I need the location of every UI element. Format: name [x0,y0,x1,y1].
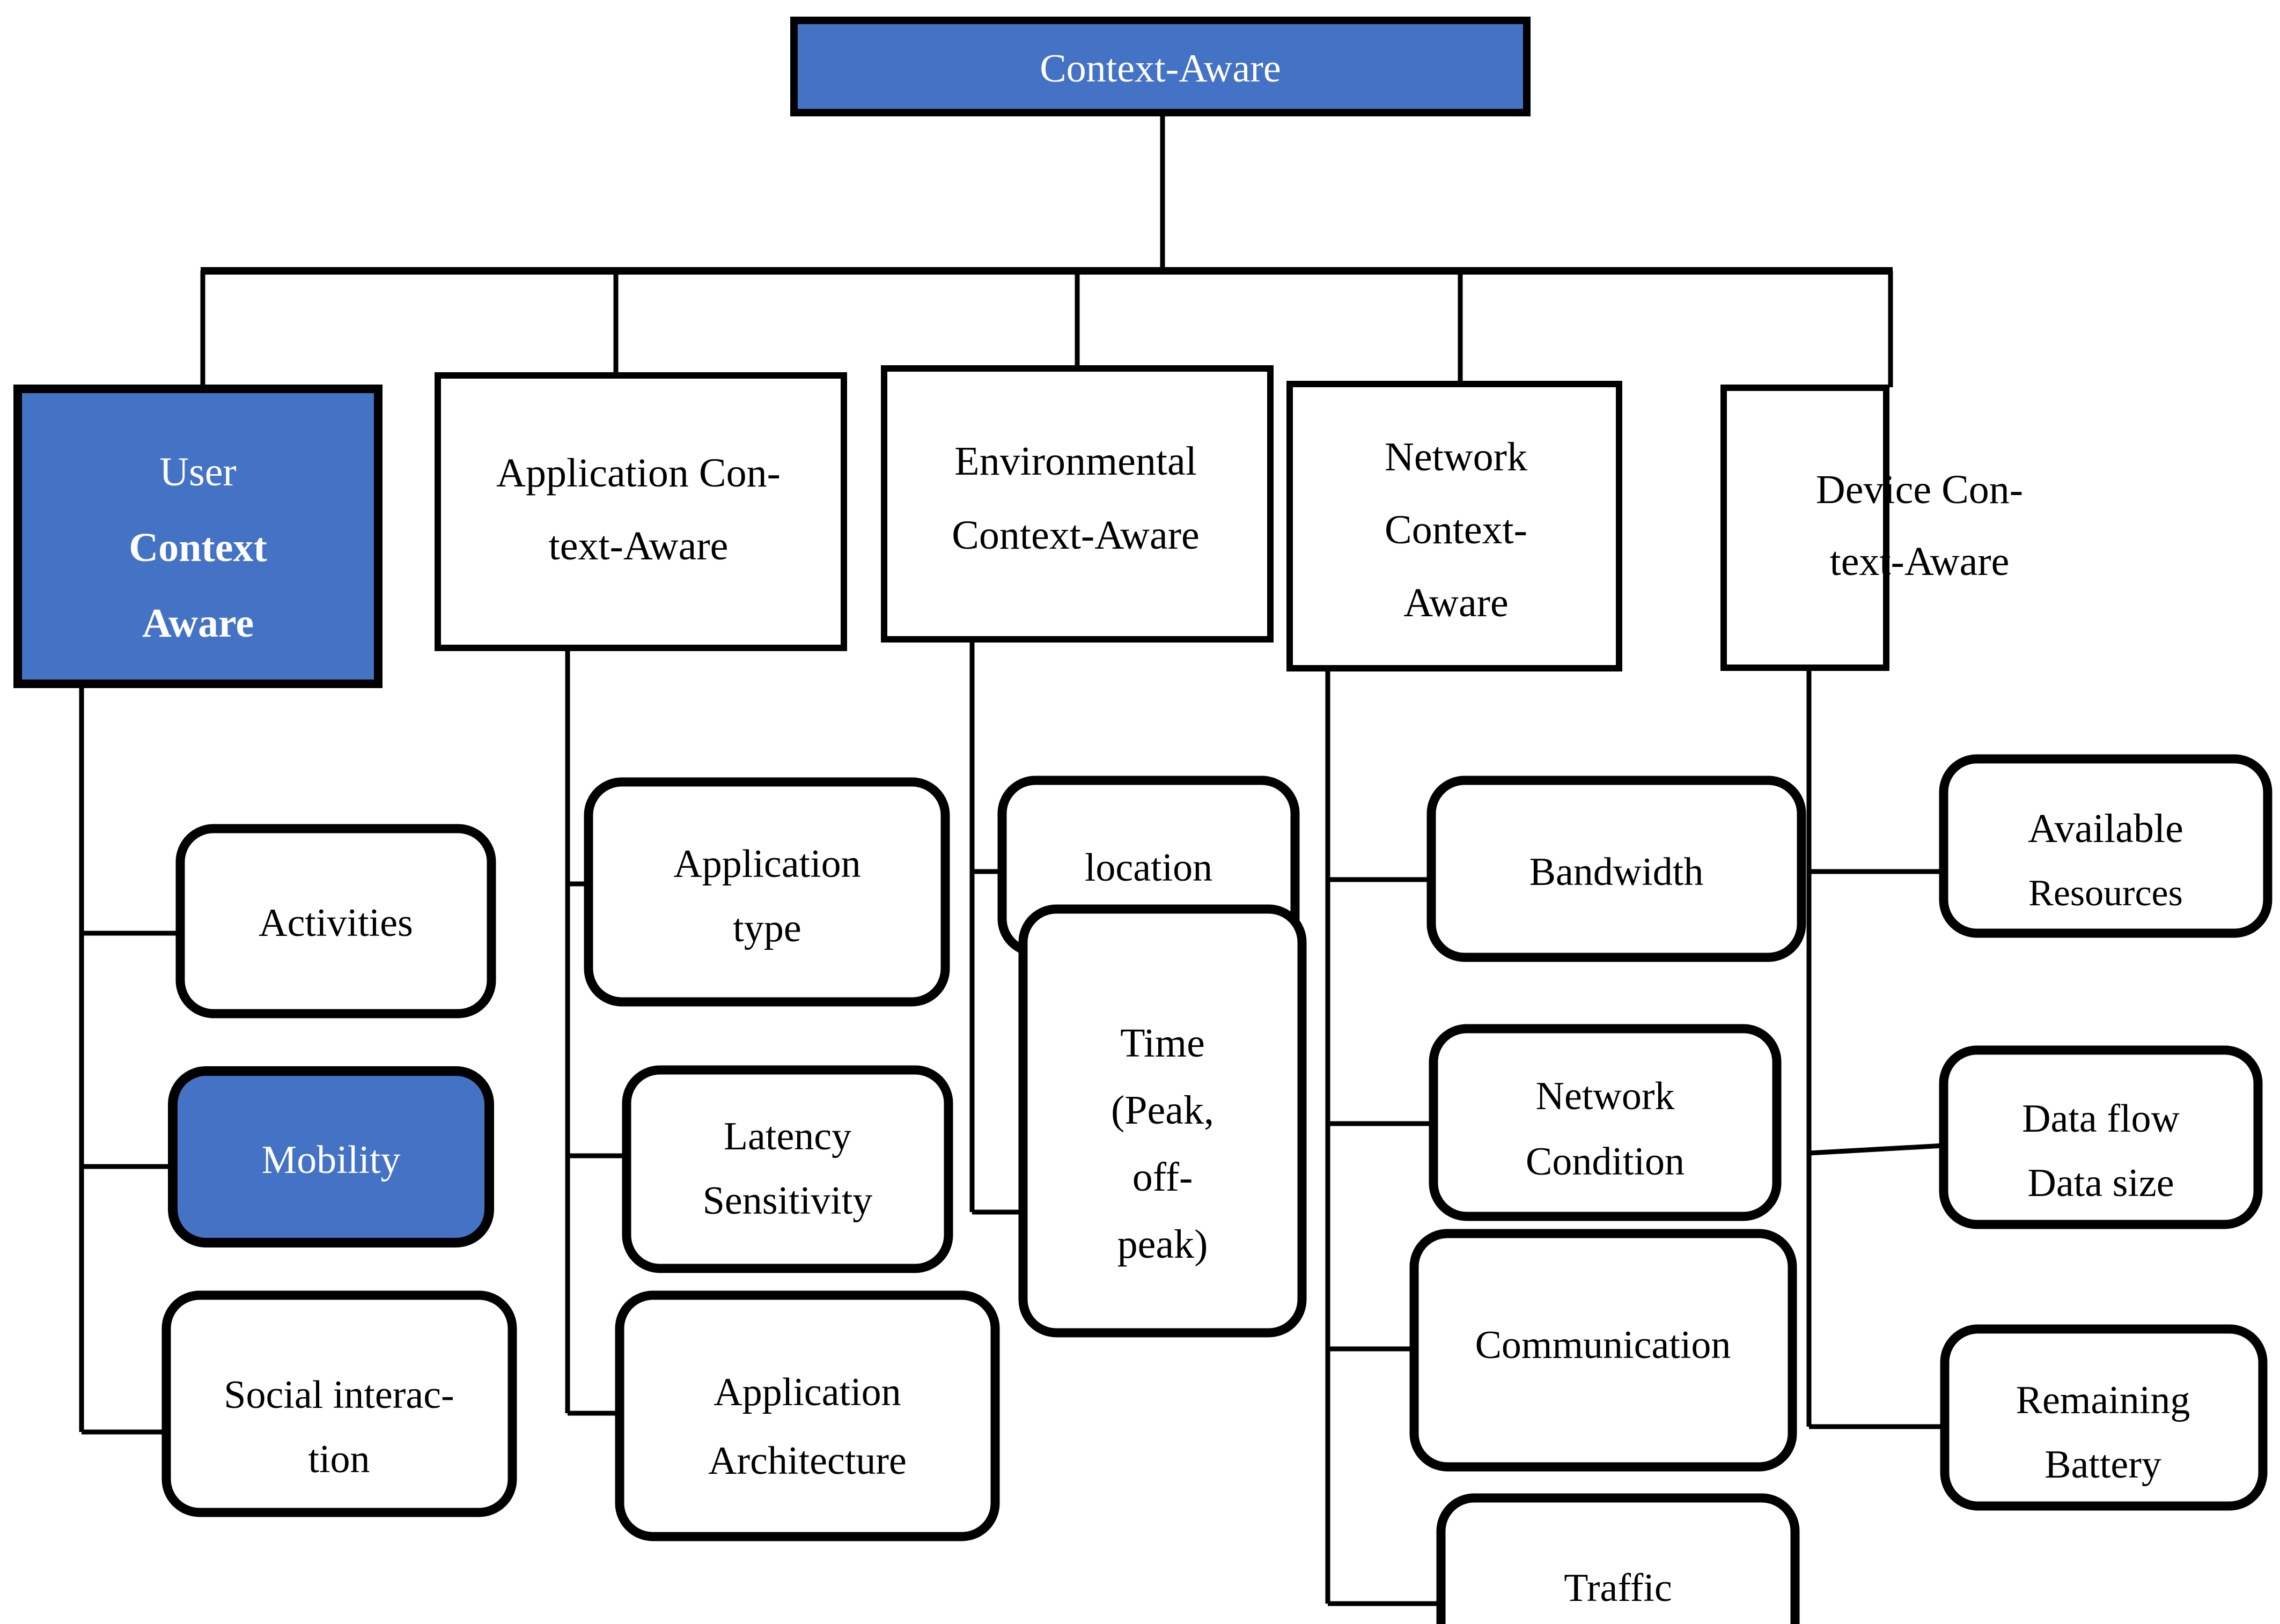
node-application-context-aware[interactable]: Application Con- text-Aware [435,372,847,651]
node-application-architecture-line-1: Application [714,1370,901,1414]
node-available-resources-box[interactable] [1939,754,2272,938]
node-mobility-label: Mobility [261,1138,400,1182]
node-remaining-battery-line-2: Battery [2044,1443,2161,1487]
node-user-line-3: Aware [142,601,254,646]
node-social-interaction[interactable]: Social interac- tion [161,1290,517,1517]
node-user-context-aware-box[interactable] [13,385,383,688]
node-mobility-box[interactable] [168,1066,494,1247]
node-application-type-box[interactable] [584,777,950,1007]
node-latency-line-1: Latency [724,1114,851,1158]
node-traffic-box[interactable] [1436,1493,1800,1624]
node-device-line-2: text-Aware [1830,539,2010,584]
node-device-context-aware-box[interactable] [1720,385,1889,671]
node-communication-label: Communication [1475,1323,1731,1367]
node-location-label: location [1085,846,1212,890]
node-context-aware-box[interactable] [790,17,1531,116]
connector-device-to-dataflow [1808,1142,1953,1156]
node-data-flow-line-2: Data size [2027,1161,2174,1205]
node-mobility[interactable]: Mobility [168,1066,494,1247]
node-application-context-aware-box[interactable] [435,372,847,651]
node-time-box[interactable] [1018,904,1307,1338]
node-network-line-3: Aware [1403,580,1509,625]
node-user-line-2: Context [129,525,267,570]
node-remaining-battery[interactable]: Remaining Battery [1940,1324,2268,1511]
node-latency-sensitivity-box[interactable] [622,1065,953,1273]
node-bandwidth-box[interactable] [1426,776,1806,962]
node-device-context-aware[interactable]: Device Con- text-Aware [1720,385,2023,671]
node-context-aware-label: Context-Aware [1040,47,1281,91]
node-application-line-1: Application Con- [496,451,781,496]
node-remaining-battery-box[interactable] [1940,1324,2268,1511]
node-environmental-context-aware[interactable]: Environmental Context-Aware [881,365,1274,643]
node-context-aware[interactable]: Context-Aware [790,17,1531,116]
node-application-architecture[interactable]: Application Architecture [615,1290,1000,1541]
node-bandwidth-label: Bandwidth [1529,850,1704,894]
node-available-resources-line-2: Resources [2028,873,2183,914]
node-time-line-1: Time [1120,1021,1205,1066]
node-network-context-aware[interactable]: Network Context- Aware [1286,381,1622,671]
node-communication-box[interactable] [1409,1229,1797,1472]
node-application-type-line-2: type [733,906,801,950]
node-available-resources-line-1: Available [2028,806,2183,851]
node-network-condition-box[interactable] [1429,1024,1782,1221]
node-activities-box[interactable] [175,824,496,1018]
node-user-context-aware[interactable]: User Context Aware [13,385,383,688]
node-social-line-1: Social interac- [224,1373,454,1417]
node-time-line-3: off- [1132,1155,1193,1200]
node-network-line-1: Network [1385,434,1527,479]
node-remaining-battery-line-1: Remaining [2016,1378,2190,1422]
node-environmental-line-2: Context-Aware [952,513,1200,558]
node-network-context-aware-box[interactable] [1286,381,1622,671]
node-device-line-1: Device Con- [1816,467,2023,512]
node-network-line-2: Context- [1385,507,1527,552]
node-social-line-2: tion [308,1437,370,1481]
node-environmental-line-1: Environmental [954,439,1197,484]
node-latency-sensitivity[interactable]: Latency Sensitivity [622,1065,953,1273]
node-communication[interactable]: Communication [1409,1229,1797,1472]
node-time-peak-offpeak[interactable]: Time (Peak, off- peak) [1018,904,1307,1338]
node-time-line-2: (Peak, [1111,1088,1214,1133]
node-latency-line-2: Sensitivity [703,1179,873,1223]
node-available-resources[interactable]: Available Resources [1939,754,2272,938]
node-data-flow-line-1: Data flow [2022,1097,2180,1141]
node-environmental-context-aware-box[interactable] [881,365,1274,643]
node-social-interaction-box[interactable] [161,1290,517,1517]
node-data-flow-box[interactable] [1939,1045,2263,1229]
node-activities[interactable]: Activities [175,824,496,1018]
node-application-type[interactable]: Application type [584,777,950,1007]
node-network-condition[interactable]: Network Condition [1429,1024,1782,1221]
node-application-type-line-1: Application [673,842,860,886]
node-time-line-4: peak) [1117,1222,1208,1267]
node-bandwidth[interactable]: Bandwidth [1426,776,1806,962]
node-user-line-1: User [159,449,237,494]
node-traffic[interactable]: Traffic [1436,1493,1800,1624]
node-traffic-label: Traffic [1564,1566,1672,1610]
node-data-flow-data-size[interactable]: Data flow Data size [1939,1045,2263,1229]
node-application-architecture-box[interactable] [615,1290,1000,1541]
node-network-condition-line-2: Condition [1526,1140,1685,1184]
node-network-condition-line-1: Network [1536,1074,1675,1118]
node-activities-label: Activities [259,901,413,945]
node-application-architecture-line-2: Architecture [708,1439,907,1483]
node-application-line-2: text-Aware [549,523,729,569]
